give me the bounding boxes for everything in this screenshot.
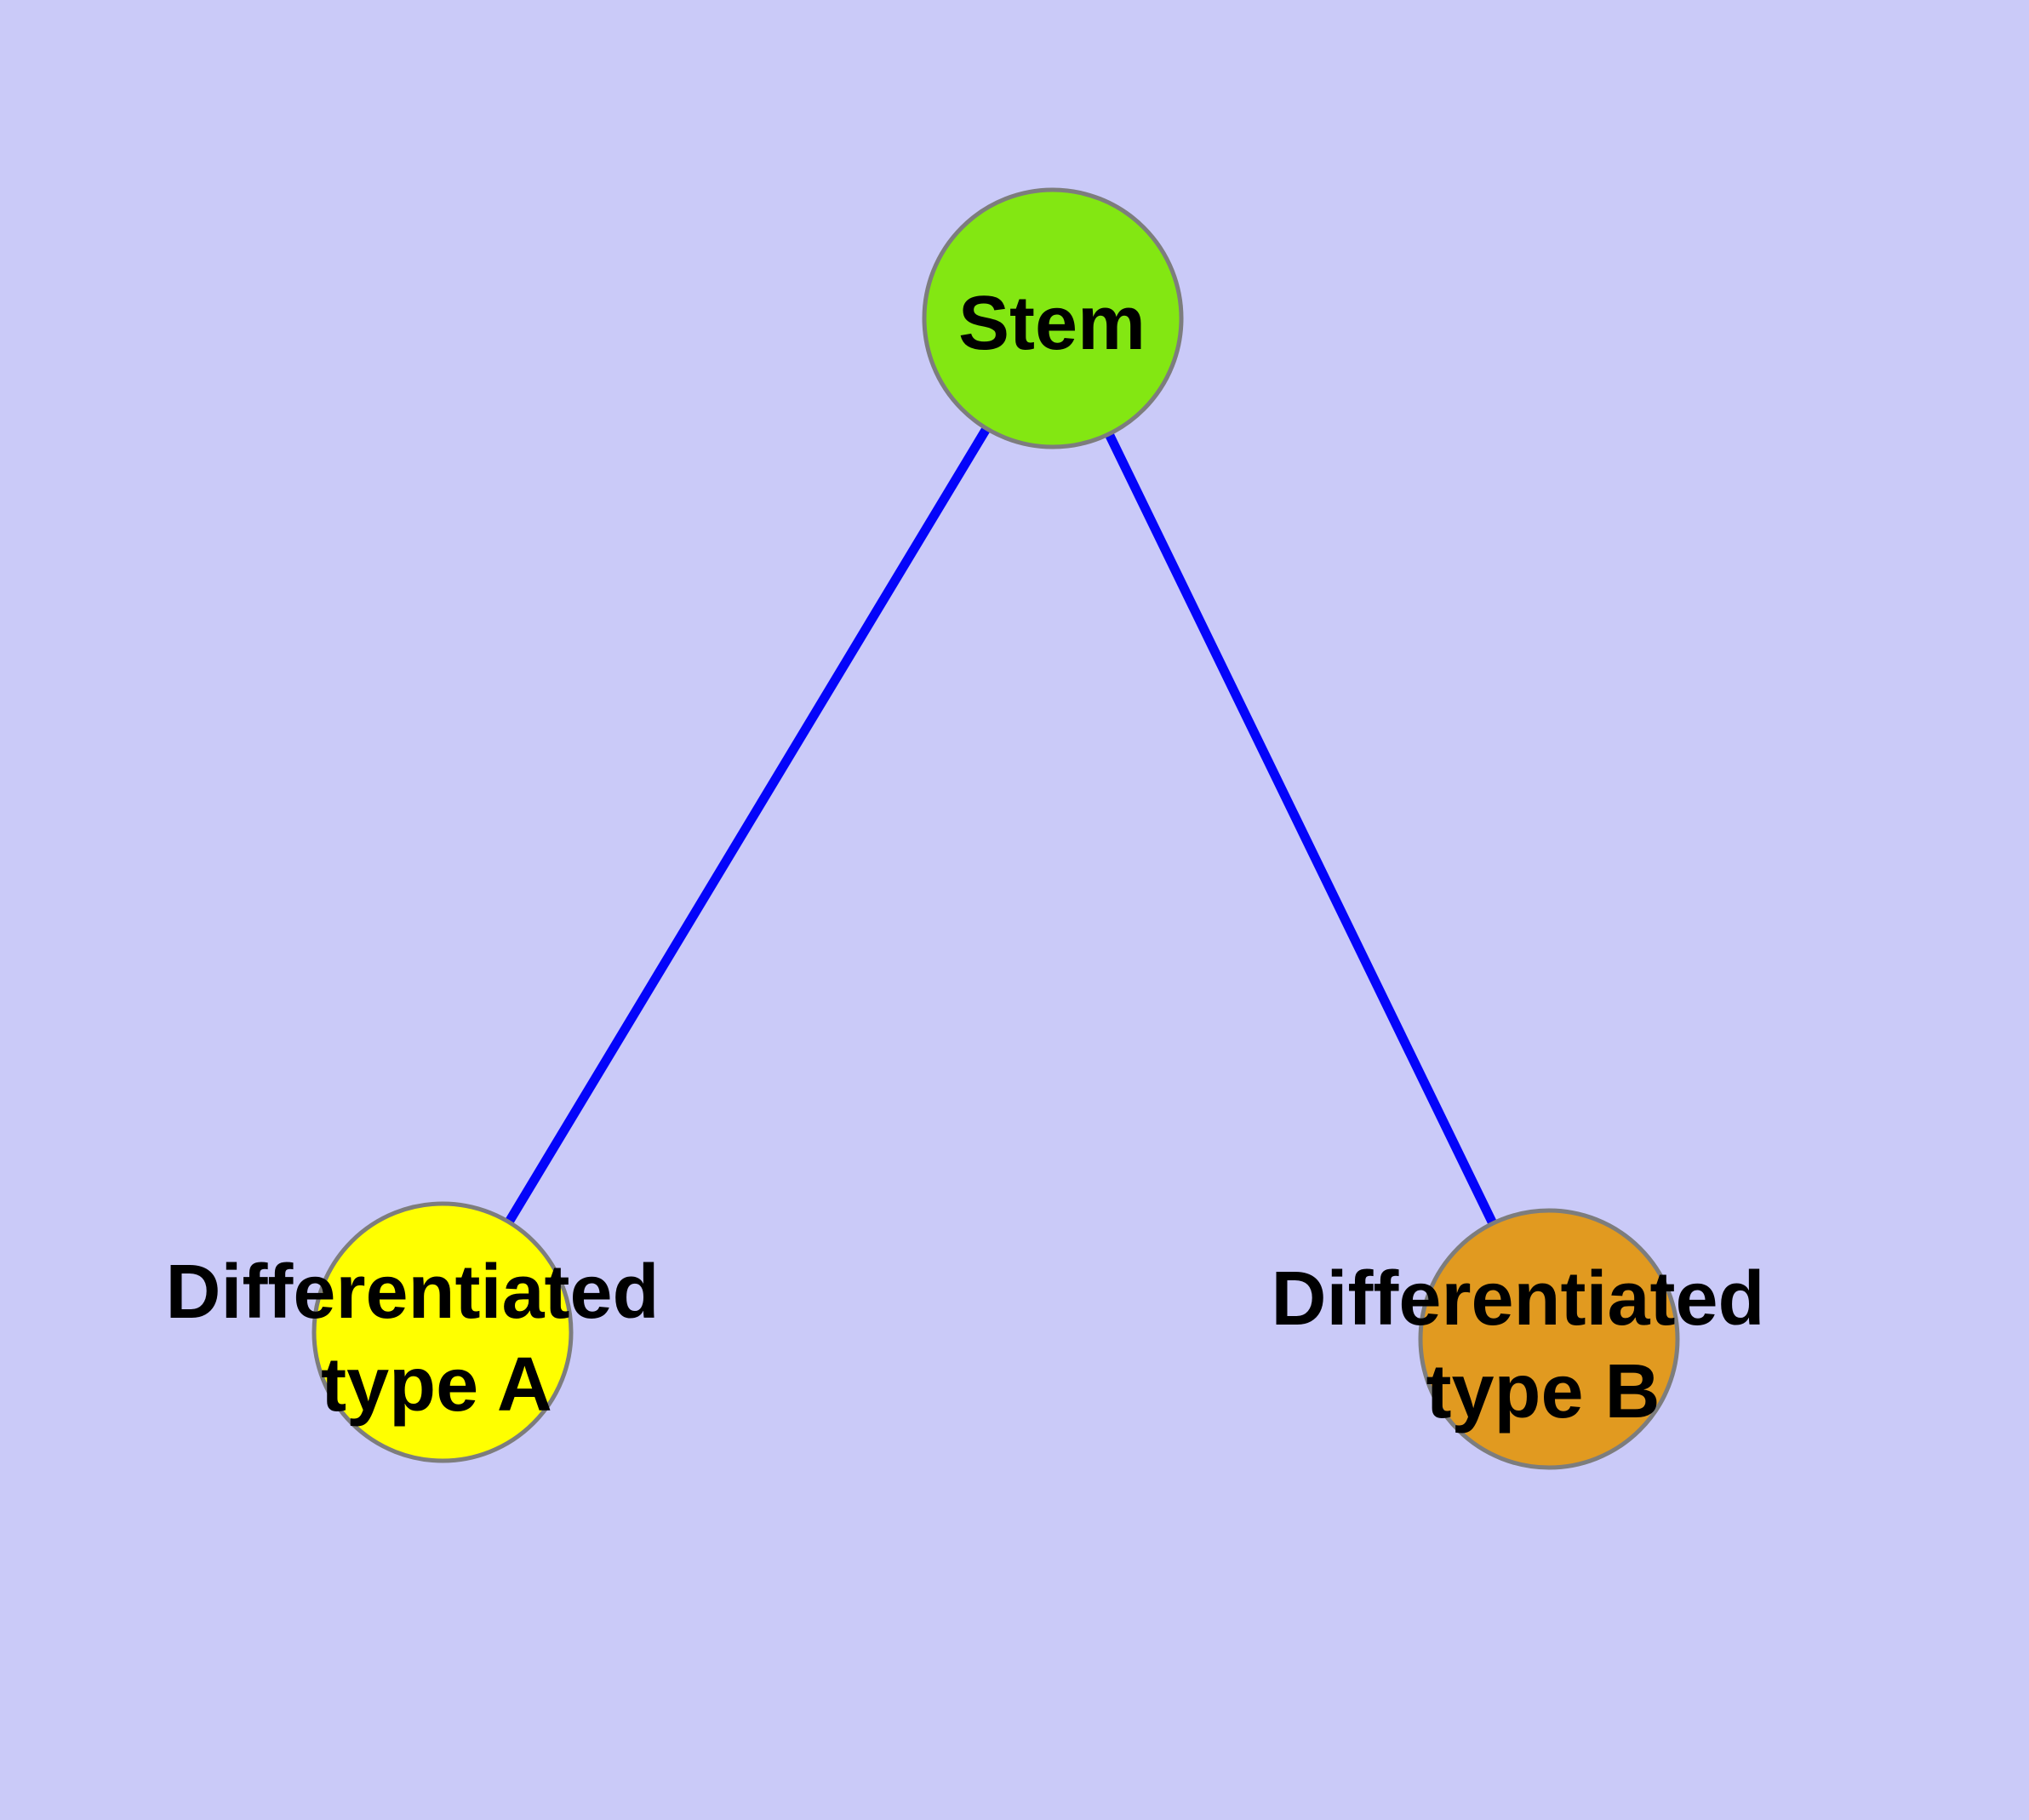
node-stem-label: Stem [958, 281, 1146, 366]
node-differentiated-type-a-label-line1: Differentiated [165, 1250, 659, 1335]
node-differentiated-type-a-label-line2: type A [321, 1342, 552, 1428]
node-differentiated-type-b [1418, 1208, 1680, 1470]
edge-stem-to-type-b [1049, 316, 1553, 1342]
node-differentiated-type-b-label-line2: type B [1426, 1349, 1660, 1434]
node-differentiated-type-b-label: Differentiated type B [1271, 1256, 1786, 1434]
node-stem [922, 187, 1184, 449]
edge-stem-to-type-a [438, 316, 1057, 1335]
node-stem-label-text: Stem [958, 281, 1146, 366]
node-differentiated-type-a-label: Differentiated type A [165, 1250, 680, 1428]
node-differentiated-type-b-label-line1: Differentiated [1271, 1256, 1764, 1342]
node-differentiated-type-a [311, 1201, 574, 1463]
